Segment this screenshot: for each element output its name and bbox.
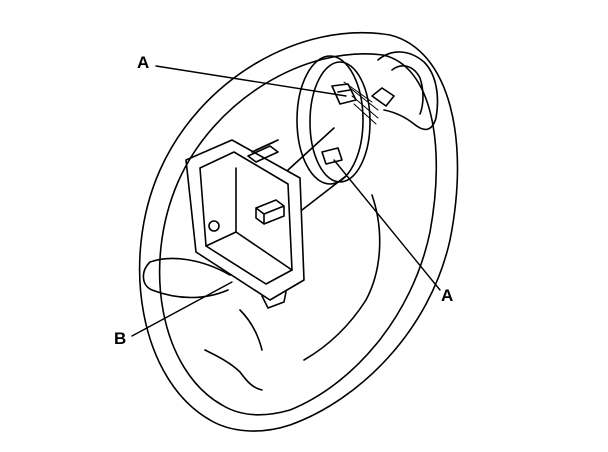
steering-wheel-rim — [138, 31, 459, 432]
shaft-top-edge — [287, 127, 335, 171]
callout-a-right: A — [441, 286, 454, 305]
disc-hatching — [343, 81, 379, 125]
callout-a-top: A — [137, 53, 150, 72]
lower-spoke — [204, 309, 263, 391]
leader-lines — [131, 65, 441, 337]
shaft-notch — [321, 147, 343, 165]
leader-a-top — [155, 65, 347, 97]
bracket-outline — [377, 51, 439, 131]
disc-rim — [309, 61, 371, 183]
front-box — [185, 139, 305, 309]
box-bottom-tab — [261, 291, 287, 309]
box-outer — [185, 139, 305, 301]
bracket-tab — [371, 87, 395, 107]
bracket-inner — [391, 65, 424, 115]
top-clip — [331, 83, 357, 105]
rear-disc — [296, 55, 379, 185]
leader-a-right — [333, 159, 441, 291]
leader-b — [131, 281, 233, 337]
right-hub-edge — [303, 194, 381, 361]
box-mounting-hole — [208, 220, 220, 232]
box-connector — [255, 199, 285, 225]
box-floor — [205, 231, 293, 271]
wheel-spokes — [142, 194, 381, 391]
shaft-bottom-edge — [301, 175, 347, 211]
box-top-comb — [247, 139, 279, 163]
disc-face — [296, 55, 364, 185]
left-spoke — [142, 257, 231, 299]
wheel-rim-inner — [158, 53, 438, 416]
shaft — [287, 127, 347, 211]
callout-b: B — [114, 329, 127, 348]
wheel-rim-outer — [138, 31, 459, 432]
upper-bracket — [371, 51, 439, 131]
